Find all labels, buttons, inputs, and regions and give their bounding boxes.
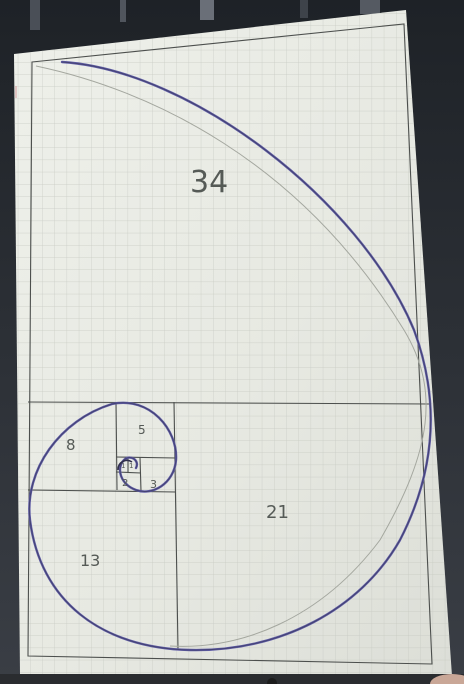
outer-rectangle	[27, 23, 433, 665]
label-3: 3	[150, 478, 157, 491]
label-1b: 1	[129, 462, 133, 470]
label-34: 34	[190, 165, 228, 200]
paper-sheet	[0, 10, 464, 684]
label-8: 8	[66, 436, 76, 454]
label-2: 2	[122, 478, 128, 489]
finger	[430, 674, 464, 684]
pen-tip	[267, 678, 277, 684]
label-5: 5	[138, 423, 146, 437]
divider-3	[139, 456, 142, 492]
golden-spiral-pencil	[28, 61, 432, 651]
desk-detail	[30, 0, 380, 30]
label-13: 13	[80, 551, 100, 570]
label-1a: 1	[121, 462, 125, 470]
label-21: 21	[266, 502, 289, 523]
divider-8	[115, 401, 118, 491]
pencil-guide-arc	[35, 65, 427, 647]
spiral-center	[117, 459, 133, 471]
divider-34	[27, 401, 431, 405]
